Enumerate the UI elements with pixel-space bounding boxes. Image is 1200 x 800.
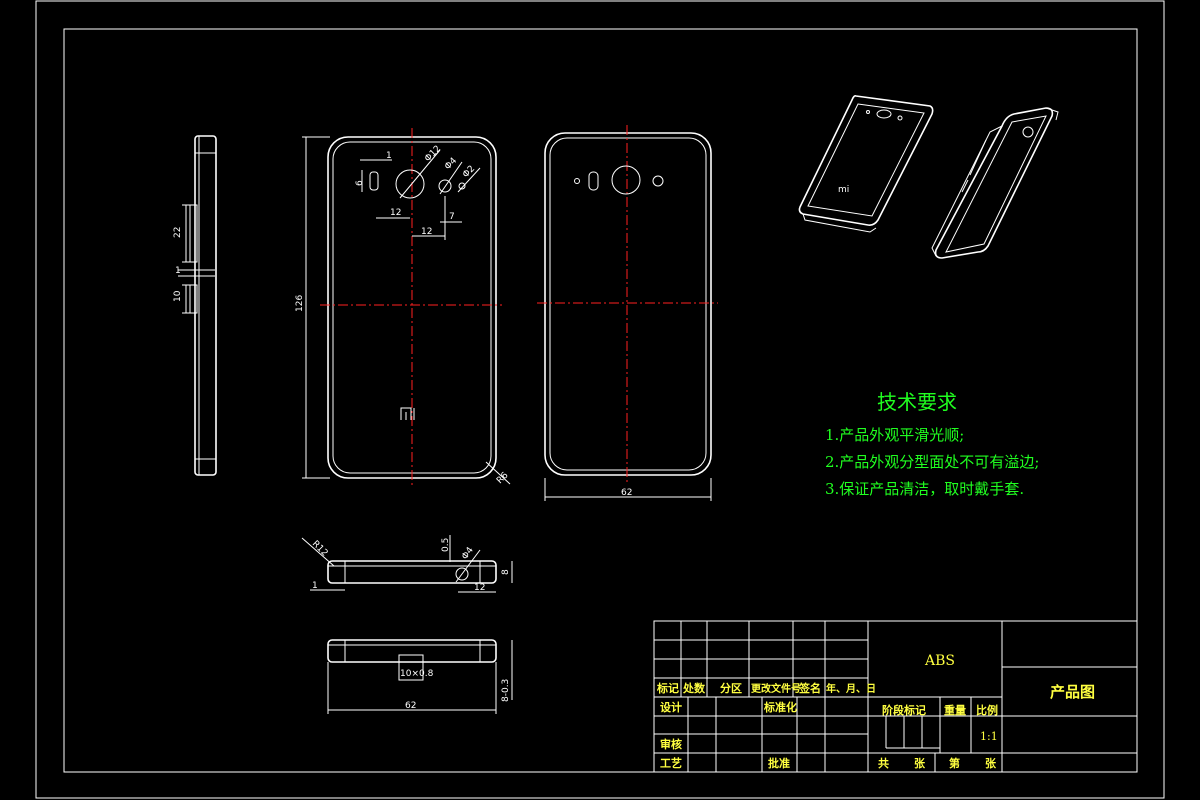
dim-r12: R12 — [310, 539, 330, 559]
dim-phi2: Φ2 — [461, 164, 477, 180]
dim-cam-6: 6 — [355, 180, 365, 186]
tb-count: 处数 — [682, 681, 706, 695]
tb-date: 年、月、日 — [826, 682, 876, 695]
tb-weight: 重量 — [944, 703, 966, 717]
tb-drawing-name: 产品图 — [1050, 683, 1095, 701]
back-view-dimensioned: 126 1 6 12 12 7 Φ12 Φ4 Φ2 R6 — [295, 128, 511, 486]
dim-top-1: 1 — [312, 581, 318, 591]
bottom-view: 10×0.8 62 8-0.3 — [327, 639, 513, 714]
tb-review: 审核 — [660, 737, 682, 751]
side-view: 22 1 10 — [173, 135, 217, 476]
tb-sheets: 张 — [914, 756, 926, 770]
iso-logo-1: mi — [838, 185, 849, 195]
dim-top-12: 12 — [474, 583, 485, 593]
iso-view-2 — [931, 107, 1059, 259]
side-button-power — [189, 284, 198, 314]
tb-scale: 1:1 — [980, 730, 998, 743]
tech-item-1: 1.产品外观平滑光顺; — [825, 426, 964, 444]
tb-standardize: 标准化 — [763, 700, 797, 714]
tb-design: 设计 — [660, 700, 682, 714]
dim-cam-12b: 12 — [421, 227, 432, 237]
tb-material: ABS — [924, 653, 955, 669]
dim-height: 126 — [295, 295, 305, 312]
tech-item-3: 3.保证产品清洁，取时戴手套. — [825, 480, 1024, 498]
tb-stage-mark: 阶段标记 — [882, 703, 926, 717]
tb-sheet: 张 — [985, 756, 997, 770]
dim-cam-7: 7 — [449, 212, 455, 222]
outer-frame — [35, 0, 1165, 799]
dim-width-bottom: 62 — [405, 701, 416, 711]
dim-side-10: 10 — [173, 290, 183, 302]
tb-total: 共 — [878, 756, 889, 770]
usb-slot — [398, 654, 424, 681]
back-view-plain: 62 — [537, 125, 718, 501]
back-plain-body — [544, 132, 712, 476]
camera-hole — [395, 169, 425, 199]
tb-mark: 标记 — [656, 681, 679, 695]
dim-width-back: 62 — [621, 488, 632, 498]
tb-page: 第 — [949, 756, 960, 770]
dim-cam-1: 1 — [386, 151, 392, 161]
dim-top-05: 0.5 — [441, 538, 451, 552]
side-button-volume — [189, 204, 198, 263]
dim-top-8: 8 — [501, 569, 511, 575]
dim-bottom-height: 8-0.3 — [501, 679, 511, 702]
title-block: 标记 处数 分区 更改文件号 签名 年、月、日 设计 标准化 阶段标记 重量 比… — [653, 620, 1138, 773]
bottom-body — [327, 639, 497, 663]
dim-side-22: 22 — [173, 227, 183, 238]
dim-cam-12a: 12 — [390, 208, 401, 218]
tb-zone: 分区 — [720, 681, 742, 695]
tech-requirements: 技术要求 1.产品外观平滑光顺; 2.产品外观分型面处不可有溢边; 3.保证产品… — [825, 390, 1039, 498]
flash-hole — [438, 179, 452, 193]
tb-process: 工艺 — [660, 756, 682, 770]
dim-phi12: Φ12 — [423, 144, 443, 164]
top-body — [327, 560, 497, 584]
tb-approve: 批准 — [768, 756, 790, 770]
dim-bottom-slot: 10×0.8 — [400, 669, 434, 679]
top-view: R12 0.5 Φ4 12 8 1 — [301, 535, 513, 593]
tb-sign: 签名 — [798, 681, 821, 695]
inner-frame — [63, 28, 1138, 773]
dim-side-1: 1 — [175, 266, 181, 276]
tech-title: 技术要求 — [877, 390, 957, 414]
tb-ratio: 比例 — [976, 703, 998, 717]
tb-change-doc: 更改文件号 — [751, 682, 801, 695]
side-body — [194, 135, 217, 476]
mi-logo — [400, 407, 415, 420]
tech-item-2: 2.产品外观分型面处不可有溢边; — [825, 453, 1039, 471]
iso-view-1: mi — [798, 95, 934, 233]
